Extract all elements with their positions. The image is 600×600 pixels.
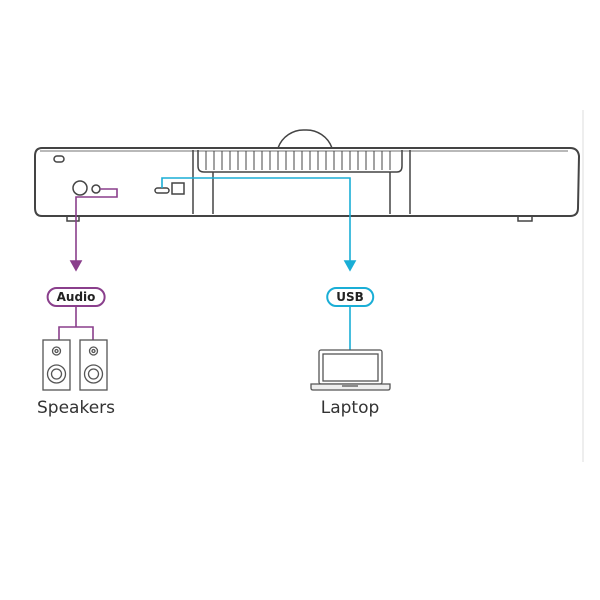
audio-cable: [58, 188, 118, 340]
mic-port: [72, 180, 88, 196]
foot: [66, 215, 80, 222]
arrow-down-icon: [343, 260, 357, 272]
power-port: [171, 182, 185, 195]
camera-dome: [276, 129, 334, 149]
speaker-icon: [42, 339, 108, 391]
foot: [517, 215, 533, 222]
laptop-icon: [310, 349, 391, 391]
usb-cable: [161, 177, 357, 350]
status-led: [53, 155, 65, 163]
usb-label-pill: USB: [326, 287, 374, 307]
video-bar-device: [34, 129, 581, 222]
laptop-label: Laptop: [320, 398, 380, 418]
audio-label-pill: Audio: [46, 287, 106, 307]
arrow-down-icon: [69, 260, 83, 272]
speakers-label: Speakers: [36, 398, 116, 418]
